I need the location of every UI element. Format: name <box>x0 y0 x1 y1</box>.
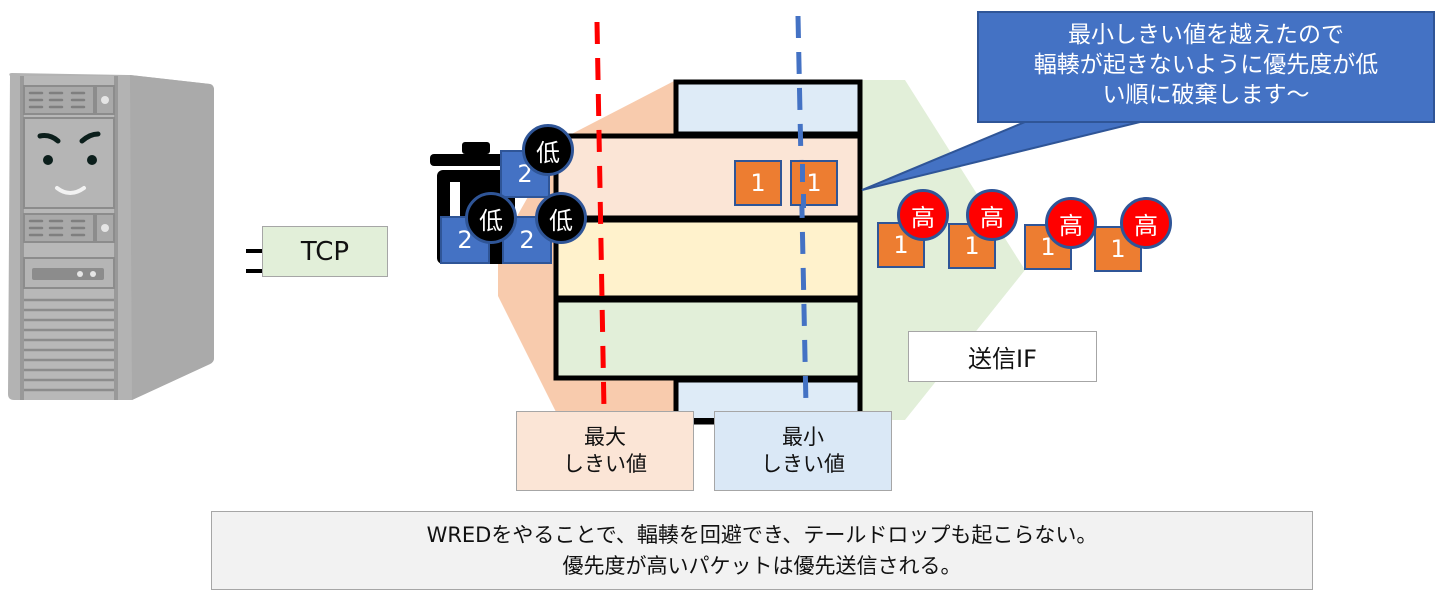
high-priority-badge: 高 <box>897 189 949 241</box>
queued-packet: 1 <box>790 160 838 206</box>
packet-number: 1 <box>893 231 909 259</box>
send-interface-box: 送信IF <box>908 331 1097 382</box>
connector-plug-icon <box>246 249 262 273</box>
packet-number: 1 <box>1110 235 1126 263</box>
callout-line: 輻輳が起きないように優先度が低 <box>1033 52 1379 79</box>
packet-number: 1 <box>964 232 980 260</box>
high-priority-badge: 高 <box>1120 197 1172 249</box>
packet-number: 1 <box>806 169 822 197</box>
callout-line: い順に破棄します～ <box>1102 81 1310 108</box>
callout-text: 最小しきい値を越えたので 輻輳が起きないように優先度が低 い順に破棄します～ <box>978 12 1434 120</box>
min-threshold-label-line2: しきい値 <box>761 452 845 476</box>
priority-label: 高 <box>911 203 935 232</box>
label-connector <box>694 418 714 423</box>
summary-line: 優先度が高いパケットは優先送信される。 <box>562 553 962 578</box>
callout-bubble <box>861 11 1435 191</box>
max-threshold-label-line2: しきい値 <box>563 452 647 476</box>
tcp-label: TCP <box>300 236 350 267</box>
queued-packet: 1 <box>734 160 782 206</box>
summary-line: WREDをやることで、輻輳を回避でき、テールドロップも起こらない。 <box>426 523 1098 548</box>
max-threshold-label-line1: 最大 <box>584 424 626 449</box>
max-threshold-label-box: 最大 しきい値 <box>516 411 694 491</box>
priority-label: 高 <box>1059 211 1083 240</box>
packet-number: 2 <box>519 226 535 254</box>
priority-label: 低 <box>536 138 560 167</box>
min-threshold-label-line1: 最小 <box>782 424 824 449</box>
summary-box: WREDをやることで、輻輳を回避でき、テールドロップも起こらない。 優先度が高い… <box>211 511 1313 590</box>
priority-label: 低 <box>549 206 573 235</box>
send-interface-label: 送信IF <box>968 345 1037 373</box>
priority-label: 高 <box>1134 211 1158 240</box>
min-threshold-label-box: 最小 しきい値 <box>714 411 892 491</box>
min-threshold-dash <box>800 164 805 182</box>
packet-number: 1 <box>750 169 766 197</box>
queue-row-3 <box>553 297 863 381</box>
low-priority-badge: 低 <box>522 124 574 176</box>
min-threshold-dash <box>801 194 806 208</box>
tcp-label-box: TCP <box>262 226 388 277</box>
priority-label: 高 <box>980 203 1004 232</box>
low-priority-badge: 低 <box>535 192 587 244</box>
priority-label: 低 <box>479 206 503 235</box>
low-priority-badge: 低 <box>465 192 517 244</box>
server-icon <box>8 73 214 400</box>
callout-line: 最小しきい値を越えたので <box>1068 22 1344 49</box>
queue-row-2 <box>553 217 863 301</box>
output-wedge <box>860 80 1025 420</box>
high-priority-badge: 高 <box>966 189 1018 241</box>
max-threshold-line <box>594 21 607 411</box>
queue-row-top <box>673 79 863 137</box>
min-threshold-line <box>795 15 809 407</box>
high-priority-badge: 高 <box>1045 197 1097 249</box>
